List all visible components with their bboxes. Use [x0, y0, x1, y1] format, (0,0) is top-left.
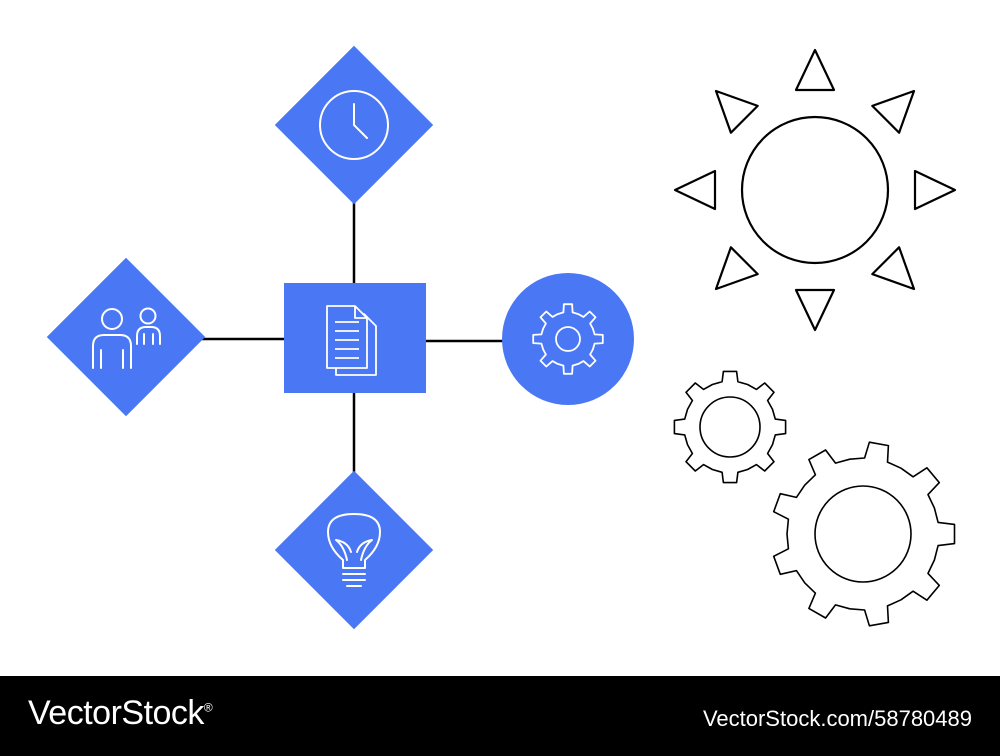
- sun-outline: [673, 48, 957, 332]
- center-node: [284, 283, 426, 393]
- sun-ray: [871, 246, 916, 291]
- document-icon: [326, 305, 377, 376]
- large-gear-hub: [814, 485, 912, 583]
- sun-ray: [714, 246, 759, 291]
- lightbulb-icon: [327, 513, 381, 587]
- sun-ray: [794, 48, 836, 92]
- sun-ray: [673, 169, 717, 211]
- clock-icon: [319, 90, 389, 160]
- image-id: VectorStock.com/58780489: [702, 706, 972, 731]
- gears-outline: [673, 370, 956, 627]
- node-top-diamond: [274, 45, 434, 205]
- gear-icon: [532, 303, 604, 375]
- node-bottom-diamond: [274, 470, 434, 630]
- diagram-canvas: [46, 45, 957, 630]
- people-icon: [92, 307, 161, 369]
- sun-ray: [714, 89, 759, 134]
- large-gear-outline: [772, 441, 956, 627]
- small-gear-outline: [673, 370, 787, 484]
- sun-ray: [871, 89, 916, 134]
- node-left-diamond: [46, 257, 206, 417]
- gear-icon-hub: [555, 326, 581, 352]
- sun-ray: [794, 288, 836, 332]
- brand-mark: ®: [203, 700, 213, 715]
- sun-ray: [913, 169, 957, 211]
- sun-rays: [673, 48, 957, 332]
- connector-lines: [200, 200, 505, 476]
- brand-name: VectorStock: [28, 694, 204, 732]
- footer-bar: VectorStock® VectorStock.com/58780489: [0, 676, 1000, 756]
- brand-logo: VectorStock®: [28, 694, 213, 733]
- small-gear-hub: [699, 396, 761, 458]
- node-right-circle: [502, 273, 634, 405]
